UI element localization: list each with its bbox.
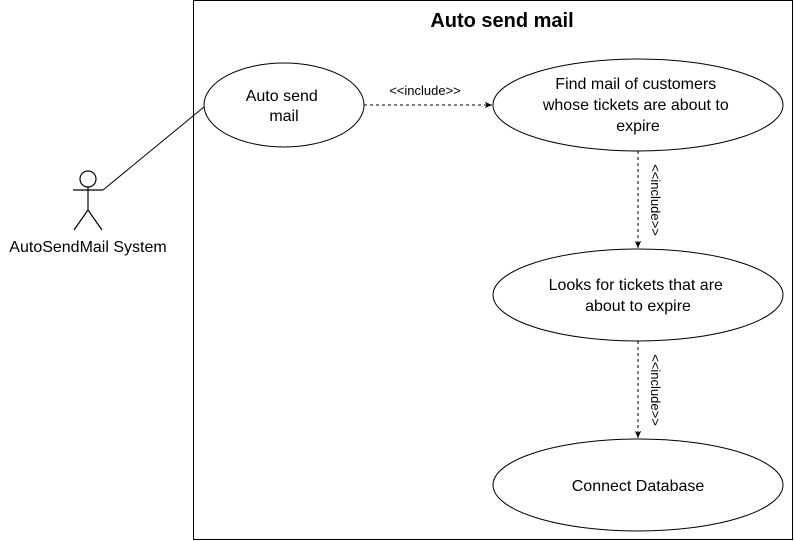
include-find-to-looks[interactable]: <<include>> [634,151,663,248]
association-line [102,106,205,191]
use-case-looks-for-tickets[interactable]: Looks for tickets that are about to expi… [492,248,784,342]
use-case-auto-send-mail[interactable]: Auto send mail [203,62,365,148]
include-auto-to-find[interactable]: <<include>> [364,83,492,109]
include-label: <<include>> [389,83,461,98]
stick-figure-actor-icon [73,170,103,231]
use-case-label: Auto send mail [246,88,323,125]
actor-autosendmail-system[interactable]: AutoSendMail System [9,170,167,256]
actor-label: AutoSendMail System [9,239,166,256]
use-case-label: Find mail of customers whose tickets are… [542,76,733,135]
use-case-label: Looks for tickets that are about to expi… [549,277,728,315]
system-title: Auto send mail [430,10,573,32]
use-case-label: Connect Database [572,478,705,495]
include-looks-to-connect[interactable]: <<include>> [634,341,663,438]
use-case-find-mail[interactable]: Find mail of customers whose tickets are… [492,58,784,152]
include-label: <<include>> [648,354,663,426]
use-case-connect-database[interactable]: Connect Database [492,438,784,532]
include-label: <<include>> [648,164,663,236]
